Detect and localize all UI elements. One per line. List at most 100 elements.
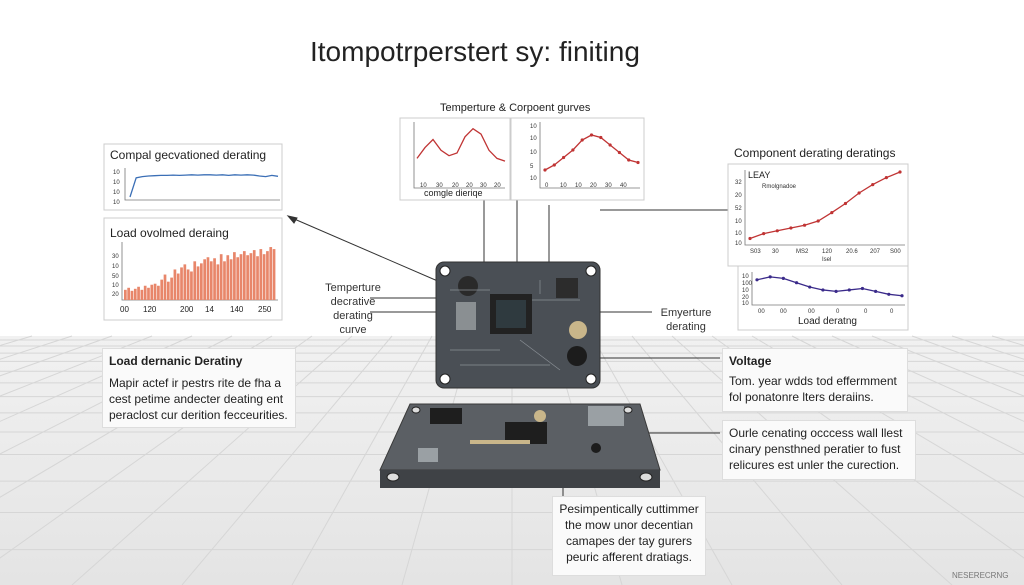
component2-x-label: Load deratng — [798, 316, 857, 327]
component-y-tick: 10 — [735, 231, 742, 237]
load-bar — [249, 253, 253, 300]
component2-series-point — [781, 276, 785, 280]
watermark: NESERECRNG — [952, 571, 1009, 580]
load-bar — [209, 261, 213, 300]
component2-series-line — [756, 276, 903, 297]
component2-series-point — [874, 289, 878, 293]
compal-series-line — [129, 174, 279, 198]
load-bar — [180, 267, 183, 300]
load-bar — [256, 256, 259, 300]
bottom-info-box: Pesimpentically cuttimmer the mow unor d… — [552, 496, 706, 576]
compal-y-tick: 10 — [113, 180, 120, 186]
load-y-tick: 30 — [112, 254, 119, 260]
load-y-tick: 20 — [112, 292, 119, 298]
load-bar — [206, 257, 210, 300]
temp-right-y-tick: 10 — [530, 124, 537, 130]
component-chart-title: Component derating deratings — [734, 146, 896, 160]
component-y-tick: 20 — [735, 193, 742, 199]
floor-grid-line — [71, 335, 353, 585]
component2-y-tick: 10 — [742, 288, 749, 294]
main-circuit-board — [435, 261, 601, 389]
temp-right-series-point — [589, 133, 594, 137]
voltage-line: Tom. year wdds tod effermment — [729, 374, 897, 388]
component-x-tick: S03 — [750, 249, 761, 255]
load-bar — [130, 290, 134, 300]
load-bar — [170, 277, 173, 300]
temp-right-x-tick: 0 — [545, 183, 549, 189]
component2-x-tick: 00 — [780, 309, 787, 315]
load-bar — [160, 279, 164, 300]
component-x-tick: MS2 — [796, 249, 809, 255]
floor-grid-line — [0, 335, 153, 397]
temp-left-x-tick: 30 — [480, 183, 487, 189]
component2-series-point — [860, 286, 865, 291]
load-bar — [140, 289, 144, 300]
load-x-tick: 200 — [180, 305, 194, 314]
floor-grid-line — [871, 335, 1024, 397]
chart-marks — [124, 127, 904, 300]
load-bar — [259, 249, 263, 300]
load-bar — [236, 257, 240, 300]
component2-series-point — [834, 289, 838, 293]
component-y-tick: 32 — [735, 180, 742, 186]
load-bar — [147, 287, 150, 300]
compal-y-tick: 10 — [113, 190, 120, 196]
component2-x-tick: 0 — [864, 309, 868, 315]
component-series-point — [775, 229, 779, 233]
bottom-line: the mow unor decentian — [564, 518, 694, 532]
load-bar — [200, 263, 203, 300]
component2-y-tick: 20 — [742, 295, 749, 301]
floor-grid-line — [591, 335, 733, 585]
component2-x-tick: 00 — [808, 309, 815, 315]
component2-series-point — [900, 294, 904, 298]
load-bar — [186, 269, 190, 300]
load-bar — [124, 289, 127, 300]
load-y-tick: 10 — [112, 283, 119, 289]
floor-grid-line — [0, 335, 113, 377]
load-bar — [252, 250, 256, 300]
compal-y-tick: 10 — [113, 170, 120, 176]
outle-line: relicures est unler the curection. — [729, 458, 900, 472]
bottom-line: camapes der tay gurers — [565, 534, 693, 548]
outle-info-box: Ourle cenating occcess wall llest cinary… — [722, 420, 916, 480]
component2-x-tick: 0 — [890, 309, 894, 315]
load-x-tick: 120 — [143, 305, 157, 314]
load-bar — [239, 254, 243, 300]
temp-right-series-point — [571, 148, 575, 152]
component-x-label: Isel — [822, 257, 832, 263]
floor-grid-line — [831, 335, 1024, 422]
floor-grid-line — [0, 335, 193, 422]
load-bar — [219, 254, 223, 300]
voltage-info-box: Voltage Tom. year wdds tod effermment fo… — [722, 348, 908, 412]
load-bar — [233, 252, 236, 300]
temp-right-y-tick: 10 — [530, 176, 537, 182]
load-bar — [216, 264, 220, 300]
component-series-point — [748, 236, 752, 241]
load-bar — [242, 251, 246, 300]
load-bar — [153, 283, 157, 300]
emyerture-annotation-line: derating — [666, 321, 706, 333]
temp-right-series-point — [552, 163, 556, 167]
load-dynamic-info-box: Load dernanic Deratiny Mapir actef ir pe… — [102, 348, 296, 428]
load-y-tick: 10 — [112, 264, 119, 270]
load-bar — [213, 258, 216, 300]
component-series-point — [816, 219, 820, 223]
temperature-annotation: Temperture decrative derating curve — [318, 281, 388, 337]
component-series-point — [898, 170, 902, 174]
emyerture-annotation-line: Emyerture — [660, 307, 712, 319]
temp-left-caption: comgle dieriqe — [424, 188, 483, 198]
temp-right-x-tick: 10 — [575, 183, 582, 189]
connector-lines — [286, 120, 728, 500]
bottom-line: Pesimpentically cuttimmer — [559, 502, 699, 516]
load-bar — [143, 285, 147, 300]
emyerture-annotation: Emyerture derating — [654, 306, 718, 334]
load-bar — [137, 286, 140, 300]
temp-right-series-point — [599, 135, 603, 140]
load-dynamic-heading: Load dernanic Deratiny — [109, 354, 243, 368]
chart-frames — [103, 117, 909, 331]
temp-right-series-point — [608, 143, 612, 147]
component-y-tick: 10 — [735, 219, 742, 225]
component2-x-tick: 00 — [758, 309, 765, 315]
load-x-tick: 00 — [120, 305, 129, 314]
